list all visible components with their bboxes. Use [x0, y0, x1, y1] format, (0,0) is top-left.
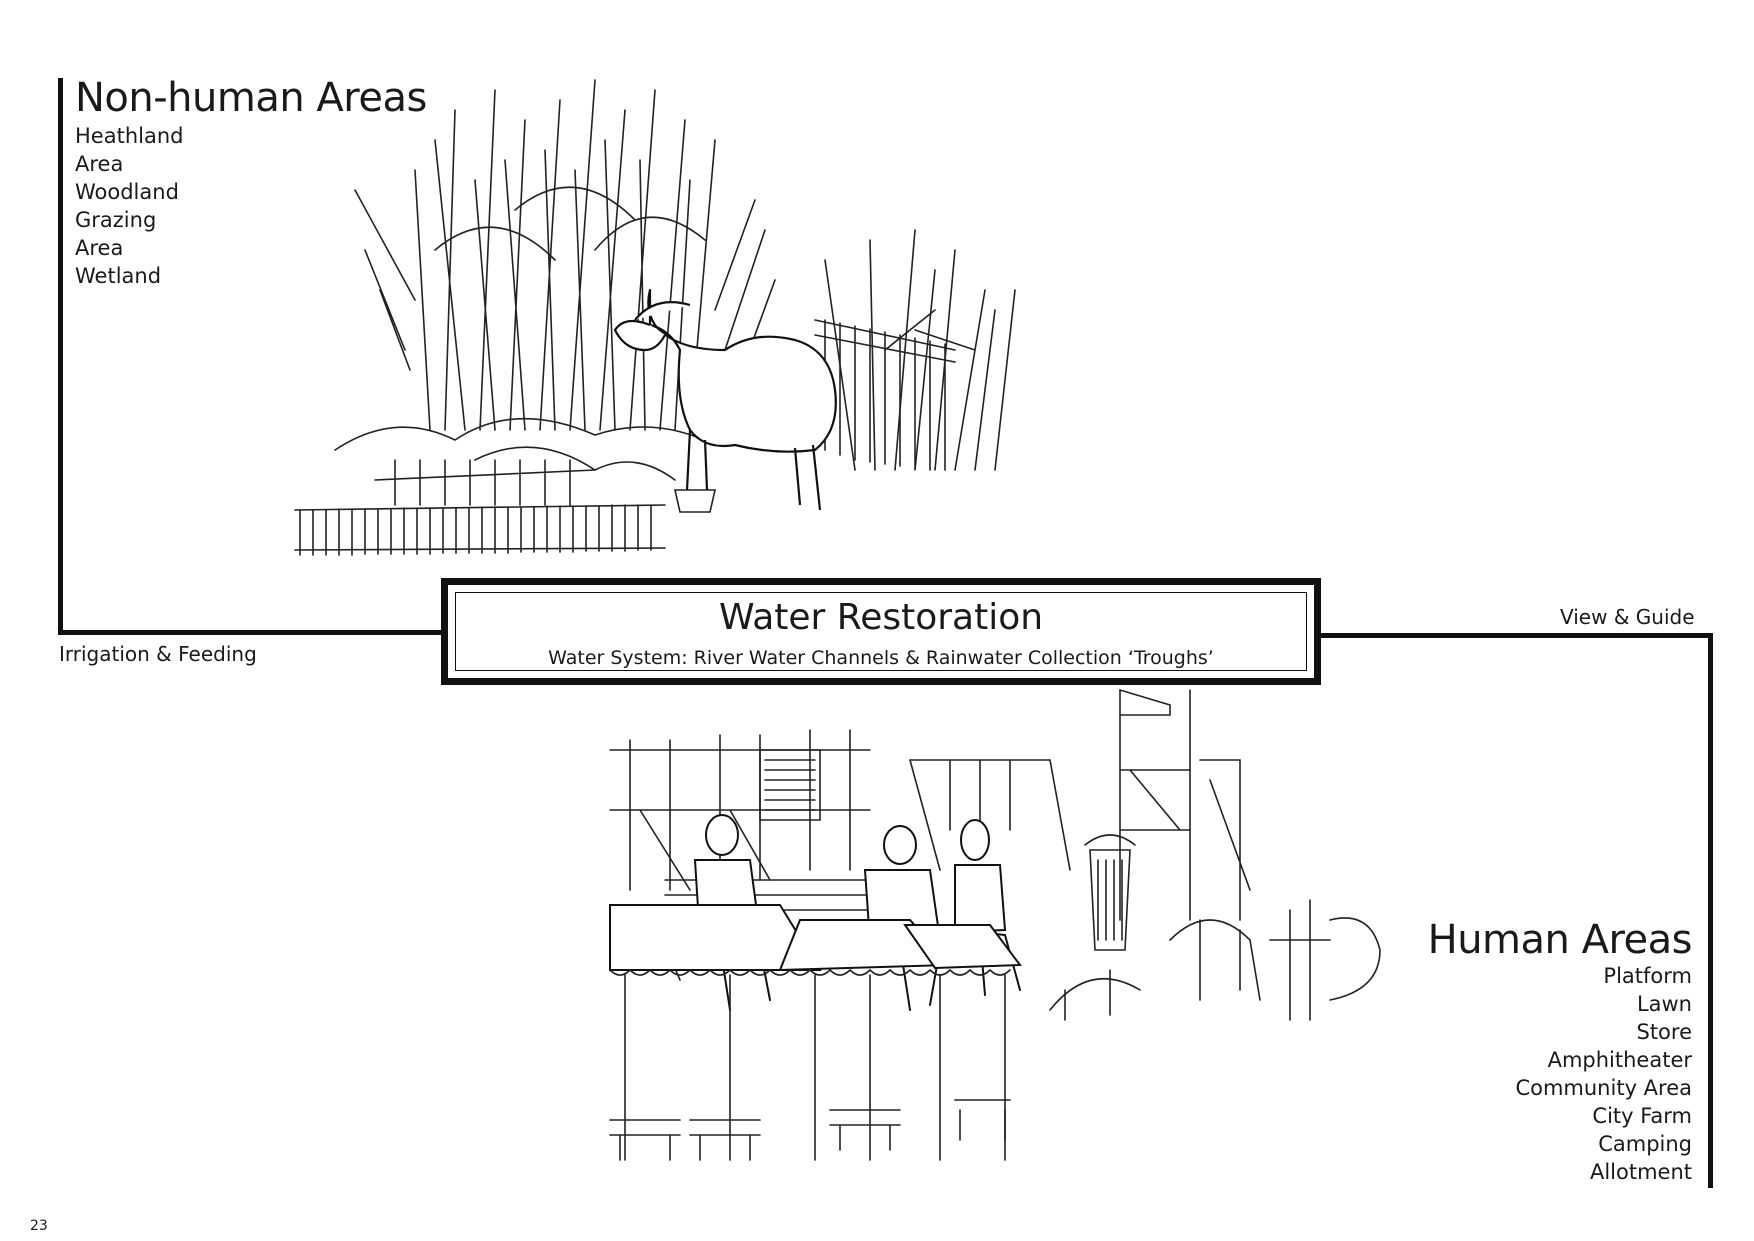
view-guide-label: View & Guide [1560, 605, 1695, 629]
water-system-subtitle: Water System: River Water Channels & Rai… [548, 647, 1214, 669]
list-item: Area [75, 236, 124, 260]
left-bracket-horizontal [58, 630, 450, 635]
page-number: 23 [30, 1218, 48, 1234]
list-item: Camping [1598, 1132, 1692, 1156]
list-item: Allotment [1589, 1160, 1692, 1184]
water-restoration-box: Water Restoration Water System: River Wa… [441, 578, 1321, 685]
park-community-illustration [609, 689, 1381, 1161]
list-item: Wetland [75, 264, 162, 288]
left-bracket-vertical [58, 78, 63, 634]
right-bracket-vertical [1708, 633, 1713, 1188]
list-item: Heathland [75, 124, 184, 148]
list-item: City Farm [1592, 1104, 1692, 1128]
non-human-areas-list: Heathland Area Woodland Grazing Area Wet… [75, 122, 183, 290]
list-item: Store [1636, 1020, 1692, 1044]
non-human-areas-title: Non-human Areas [75, 75, 427, 121]
box-inner-border [455, 592, 1307, 671]
list-item: Area [75, 152, 124, 176]
list-item: Woodland [75, 180, 179, 204]
list-item: Amphitheater [1547, 1048, 1692, 1072]
list-item: Lawn [1636, 992, 1692, 1016]
human-areas-list: Platform Lawn Store Amphitheater Communi… [1515, 962, 1692, 1186]
heathland-sheep-illustration [294, 79, 1016, 556]
list-item: Community Area [1515, 1076, 1692, 1100]
human-areas-title: Human Areas [1427, 917, 1693, 963]
water-restoration-title: Water Restoration [718, 597, 1044, 638]
right-bracket-horizontal [1318, 633, 1712, 638]
list-item: Grazing [75, 208, 157, 232]
irrigation-feeding-label: Irrigation & Feeding [59, 642, 257, 666]
list-item: Platform [1603, 964, 1692, 988]
